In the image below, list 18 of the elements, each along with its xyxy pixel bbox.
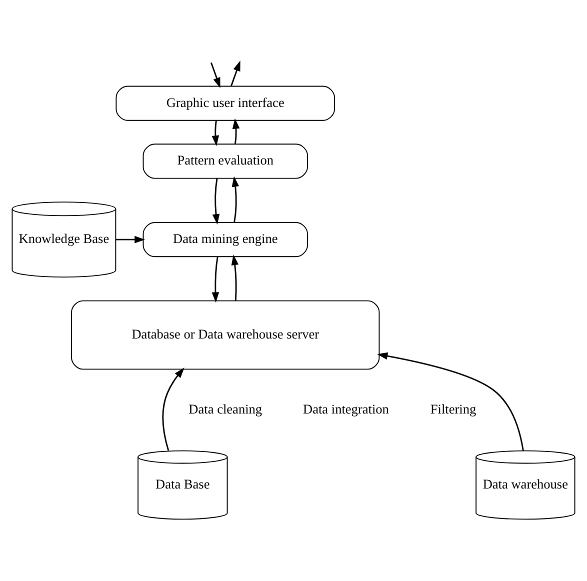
arrow [210,62,220,88]
arrow [230,60,240,86]
node-box: Pattern evaluation [142,144,308,179]
arrow [377,352,524,451]
node-box: Graphic user interface [116,86,336,121]
node-box: Data mining engine [142,222,308,258]
arrow [212,256,220,303]
arrow [162,368,184,451]
arrow [116,236,146,244]
arrow [212,120,220,146]
label: Data integration [302,402,389,417]
label: Data cleaning [188,402,262,417]
arrow [231,254,239,301]
arrow [232,176,240,223]
node-box: Database or Data warehouse server [71,300,380,370]
arrow [232,118,240,144]
arrow [212,178,220,225]
label: Filtering [430,402,476,417]
